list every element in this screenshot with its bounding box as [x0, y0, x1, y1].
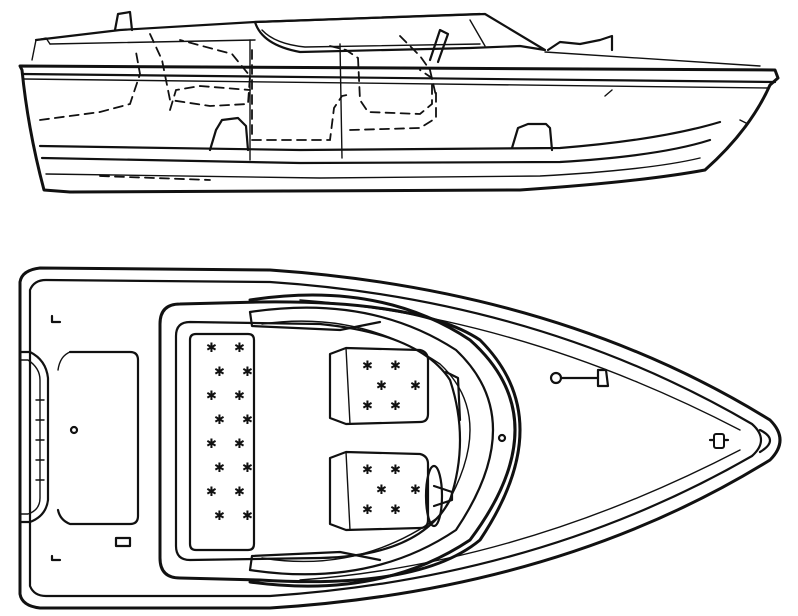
- top-front-seat-starboard-back: [345, 347, 351, 425]
- top-scupper: [114, 536, 132, 548]
- seat-star-icon: ✱: [376, 379, 387, 394]
- top-windshield-frame-inner: [261, 320, 471, 563]
- side-bottom-hidden: [99, 175, 211, 181]
- seat-star-icon: ✱: [390, 463, 401, 478]
- seat-star-icon: ✱: [390, 399, 401, 414]
- seat-star-icon: ✱: [390, 359, 401, 374]
- seat-star-icon: ✱: [206, 389, 217, 404]
- seat-star-icon: ✱: [214, 509, 225, 524]
- side-chine-line: [38, 120, 722, 152]
- top-windshield-post-lower: [248, 550, 382, 572]
- top-view: [18, 266, 782, 610]
- top-gunwale-inner: [28, 278, 763, 598]
- top-front-seat-starboard: [328, 346, 430, 426]
- top-front-seat-port: [328, 450, 430, 532]
- seat-star-icon: ✱: [242, 461, 253, 476]
- side-cockpit-floor-hidden: [251, 49, 353, 141]
- top-deck-fitting: [497, 433, 507, 443]
- top-steering-column: [432, 484, 454, 508]
- side-rear-bench-hidden-2: [169, 85, 251, 111]
- top-stern-cleat-upper: [50, 314, 62, 324]
- top-windshield-post-upper: [248, 310, 382, 332]
- top-stern-well-curve: [57, 351, 71, 371]
- seat-star-icon: ✱: [206, 437, 217, 452]
- top-cockpit-floor: [174, 320, 462, 562]
- side-console-hidden: [399, 35, 437, 97]
- top-bow-light: [708, 433, 730, 449]
- top-bow-eye: [758, 428, 772, 454]
- seat-star-icon: ✱: [362, 463, 373, 478]
- side-rubrail-lower: [23, 78, 769, 89]
- seat-star-icon: ✱: [390, 503, 401, 518]
- side-front-seat-hidden: [329, 45, 433, 115]
- side-steering-wheel: [428, 28, 450, 64]
- top-engine-well: [56, 350, 140, 526]
- seat-star-icon: ✱: [242, 413, 253, 428]
- side-windshield-frame: [469, 19, 486, 47]
- side-stern-fitting: [113, 10, 134, 32]
- top-hull-outline: [18, 266, 782, 610]
- side-windshield-inner: [261, 29, 481, 48]
- top-stern-notch: [18, 350, 50, 524]
- side-deck-line: [49, 39, 761, 67]
- seat-star-icon: ✱: [214, 461, 225, 476]
- top-rear-bench: [188, 332, 256, 552]
- top-front-seat-port-back: [345, 451, 351, 531]
- seat-star-icon: ✱: [376, 483, 387, 498]
- seat-star-icon: ✱: [206, 485, 217, 500]
- top-bow-cleat: [549, 368, 610, 388]
- side-hull-outline: [18, 64, 780, 194]
- top-dash-console: [444, 370, 462, 422]
- seat-star-icon: ✱: [362, 359, 373, 374]
- seat-star-icon: ✱: [410, 483, 421, 498]
- side-frame-rear: [208, 116, 250, 152]
- side-keel-line: [45, 157, 701, 179]
- seat-pattern: ✱✱✱✱✱✱✱✱✱✱✱✱✱✱✱✱✱✱✱✱✱✱✱✱✱✱✱✱: [206, 341, 421, 524]
- side-rubrail: [20, 72, 777, 84]
- side-rear-bench-hidden: [39, 51, 141, 121]
- top-stern-cleat-lower: [50, 554, 62, 562]
- side-frame-front: [510, 122, 554, 152]
- top-steering-wheel: [424, 464, 444, 528]
- side-windshield: [253, 12, 547, 54]
- seat-star-icon: ✱: [234, 341, 245, 356]
- seat-star-icon: ✱: [214, 413, 225, 428]
- seat-star-icon: ✱: [242, 365, 253, 380]
- seat-star-icon: ✱: [214, 365, 225, 380]
- seat-star-icon: ✱: [206, 341, 217, 356]
- seat-star-icon: ✱: [234, 389, 245, 404]
- seat-star-icon: ✱: [234, 437, 245, 452]
- side-bow-fitting: [546, 34, 614, 52]
- seat-star-icon: ✱: [242, 509, 253, 524]
- seat-star-icon: ✱: [362, 503, 373, 518]
- side-rear-seat-hidden: [149, 33, 251, 107]
- side-front-seat-hidden-2: [349, 91, 437, 131]
- top-stern-notch-inner: [19, 359, 41, 515]
- seat-star-icon: ✱: [362, 399, 373, 414]
- seat-star-icon: ✱: [410, 379, 421, 394]
- top-windshield-outer: [248, 293, 517, 588]
- side-chine-line-2: [40, 138, 712, 165]
- top-transom-drain: [69, 425, 79, 435]
- side-view: [18, 10, 780, 194]
- top-transom-ticks: [35, 399, 45, 481]
- side-frame-mid: [249, 39, 343, 161]
- seat-star-icon: ✱: [234, 485, 245, 500]
- side-transom: [31, 37, 51, 61]
- side-bow-line: [604, 89, 749, 125]
- top-windshield-inner: [248, 306, 494, 576]
